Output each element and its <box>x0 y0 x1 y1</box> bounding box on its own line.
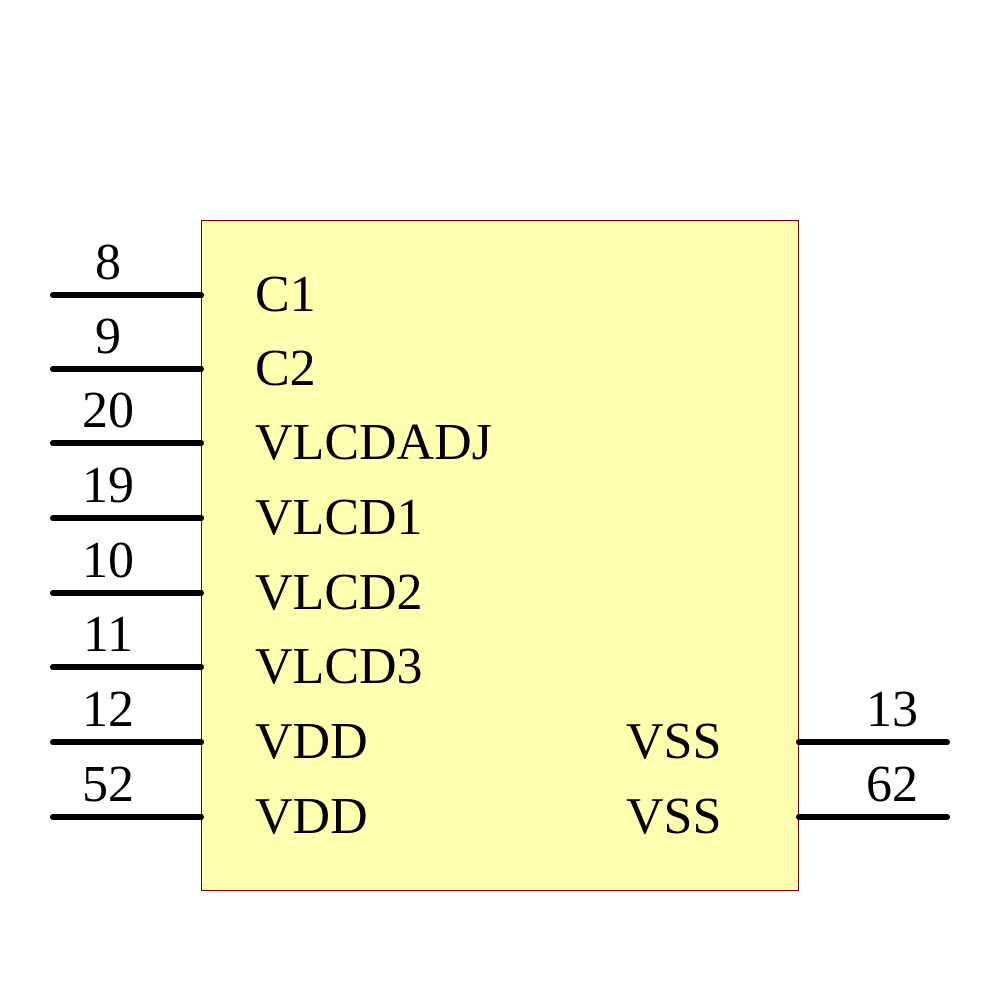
pin-line-right <box>796 814 950 820</box>
pin-number: 12 <box>82 681 134 738</box>
pin-line-left <box>50 292 204 298</box>
pin-name: VLCDADJ <box>255 414 492 471</box>
pin-name: VSS <box>626 713 722 770</box>
pin-line-left <box>50 590 204 596</box>
pin-name: VLCD2 <box>255 564 423 621</box>
pin-name: C2 <box>255 340 316 397</box>
pin-number: 20 <box>82 382 134 439</box>
pin-name: VSS <box>626 788 722 845</box>
pin-line-left <box>50 664 204 670</box>
pin-name: C1 <box>255 266 316 323</box>
pin-number: 11 <box>82 606 134 663</box>
pin-name: VDD <box>255 713 368 770</box>
pin-line-left <box>50 515 204 521</box>
pin-line-left <box>50 739 204 745</box>
pin-line-left <box>50 814 204 820</box>
pin-line-right <box>796 739 950 745</box>
pin-number: 62 <box>866 756 918 813</box>
pin-name: VLCD3 <box>255 638 423 695</box>
pin-name: VLCD1 <box>255 489 423 546</box>
pin-number: 19 <box>82 457 134 514</box>
pin-line-left <box>50 366 204 372</box>
pin-number: 13 <box>866 681 918 738</box>
pin-number: 52 <box>82 756 134 813</box>
pin-line-left <box>50 440 204 446</box>
pin-number: 10 <box>82 532 134 589</box>
pin-number: 9 <box>95 308 121 365</box>
pin-number: 8 <box>95 234 121 291</box>
pin-name: VDD <box>255 788 368 845</box>
component-body <box>201 220 799 891</box>
